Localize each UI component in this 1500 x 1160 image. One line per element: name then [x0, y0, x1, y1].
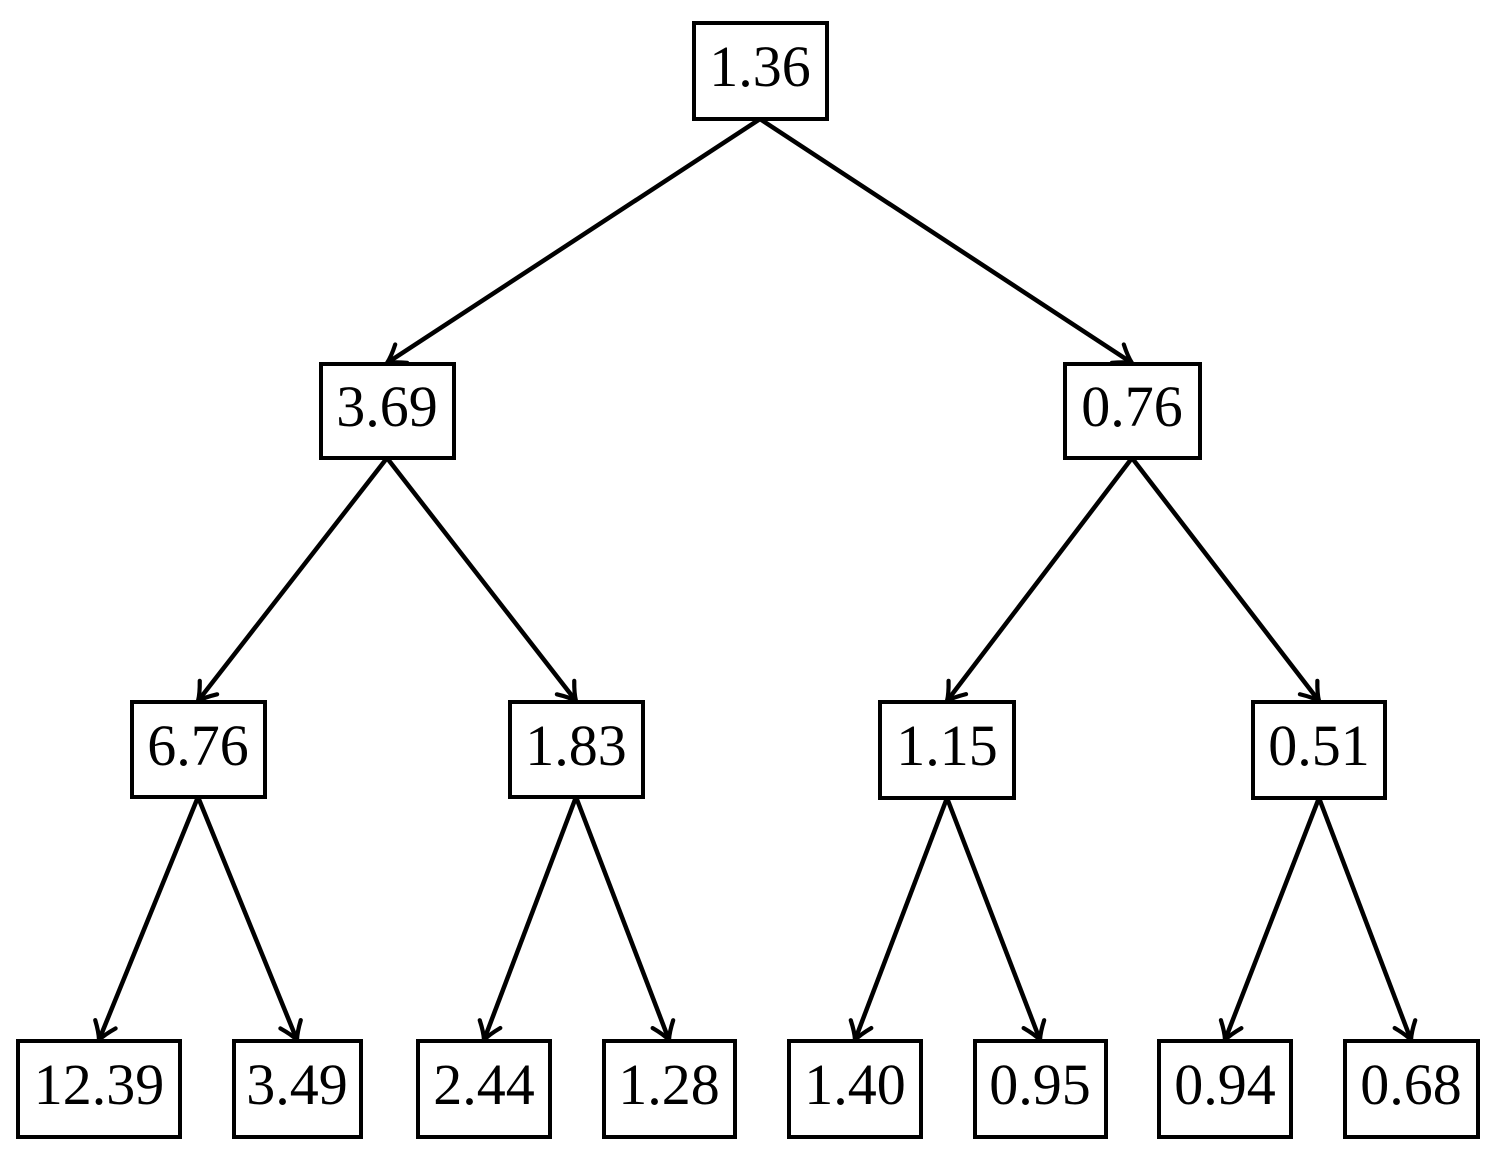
- tree-node-rlr: 0.95: [972, 1039, 1108, 1139]
- tree-node-lrr: 1.28: [601, 1039, 737, 1139]
- tree-node-rrr: 0.68: [1342, 1039, 1480, 1139]
- tree-edge-root-l: [384, 117, 762, 366]
- node-value: 6.76: [147, 712, 249, 778]
- tree-node-rr: 0.51: [1251, 700, 1387, 800]
- node-value: 3.49: [246, 1052, 348, 1117]
- node-value: 2.44: [433, 1052, 535, 1117]
- node-value: 0.51: [1268, 713, 1370, 778]
- node-value: 1.36: [709, 34, 811, 99]
- tree-node-ll: 6.76: [129, 700, 267, 799]
- tree-node-lrl: 2.44: [416, 1039, 552, 1139]
- tree-node-llr: 3.49: [231, 1039, 363, 1139]
- tree-edge-root-r: [758, 117, 1135, 366]
- tree-edge-l-ll: [195, 456, 389, 704]
- tree-edge-r-rl: [944, 456, 1134, 704]
- tree-node-lll: 12.39: [16, 1039, 182, 1139]
- tree-edge-l-lr: [385, 456, 579, 704]
- node-value: 12.39: [33, 1052, 165, 1117]
- node-value: 1.15: [896, 713, 998, 778]
- tree-edge-ll-llr: [195, 796, 303, 1043]
- node-value: 0.76: [1081, 374, 1183, 439]
- tree-edge-lr-lrl: [477, 796, 579, 1043]
- node-value: 1.28: [618, 1052, 720, 1117]
- node-value: 1.40: [804, 1052, 906, 1117]
- tree-edge-rl-rll: [848, 797, 950, 1043]
- node-value: 3.69: [336, 374, 438, 439]
- tree-edge-lr-lrr: [573, 796, 676, 1043]
- node-value: 0.94: [1174, 1052, 1276, 1117]
- node-value: 0.68: [1360, 1052, 1462, 1117]
- tree-edge-rl-rlr: [944, 797, 1047, 1043]
- tree-edge-ll-lll: [93, 796, 201, 1043]
- tree-node-rll: 1.40: [787, 1039, 923, 1139]
- node-value: 1.83: [525, 712, 627, 778]
- node-value: 0.95: [989, 1052, 1091, 1117]
- tree-node-root: 1.36: [691, 21, 829, 121]
- tree-node-rl: 1.15: [878, 700, 1016, 800]
- tree-node-rrl: 0.94: [1157, 1039, 1293, 1139]
- tree-node-lr: 1.83: [507, 700, 645, 799]
- tree-node-r: 0.76: [1062, 362, 1202, 460]
- tree-edge-r-rr: [1130, 456, 1322, 704]
- tree-edge-rr-rrl: [1218, 797, 1322, 1043]
- tree-edge-rr-rrr: [1316, 797, 1418, 1043]
- tree-node-l: 3.69: [318, 362, 456, 460]
